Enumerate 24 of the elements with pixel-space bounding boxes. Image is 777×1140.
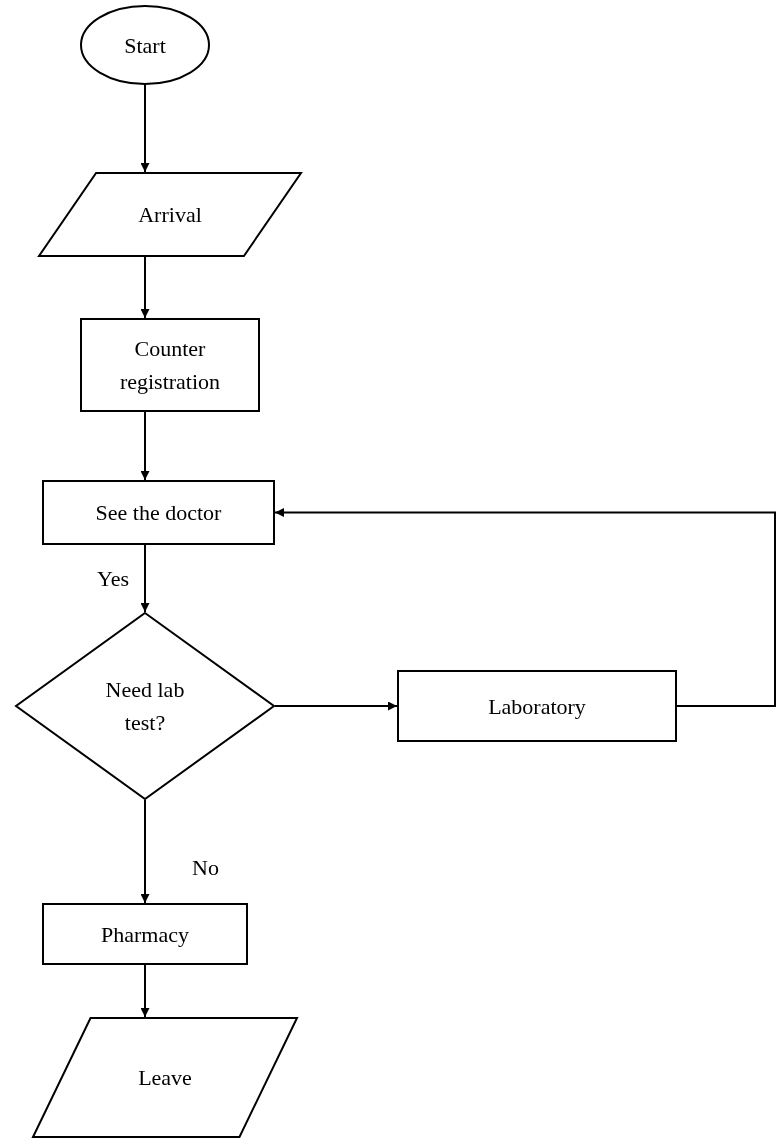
- node-label: Counter registration: [118, 335, 222, 396]
- decision-diamond: [15, 612, 275, 800]
- arrow: [140, 964, 150, 1018]
- node-label: Need lab test?: [104, 676, 186, 737]
- input-output-parallelogram: [32, 1017, 298, 1138]
- process-box: [42, 480, 275, 545]
- arrow: [140, 256, 150, 319]
- arrow: [140, 411, 150, 481]
- process-box: [42, 903, 248, 965]
- terminal-oval: [80, 5, 210, 85]
- input-output-parallelogram: [38, 172, 302, 257]
- arrow: [140, 84, 150, 173]
- node-label: See the doctor: [95, 499, 222, 527]
- arrow: [274, 508, 776, 707]
- arrow: [140, 799, 150, 904]
- node-label: Laboratory: [488, 692, 586, 721]
- node-label: Leave: [138, 1064, 192, 1092]
- node-label: Arrival: [138, 201, 202, 229]
- arrow: [274, 701, 398, 711]
- arrow: [140, 544, 150, 613]
- node-label: Pharmacy: [101, 920, 189, 949]
- process-box: [80, 318, 260, 412]
- node-label: Start: [124, 31, 166, 60]
- process-box: [397, 670, 677, 742]
